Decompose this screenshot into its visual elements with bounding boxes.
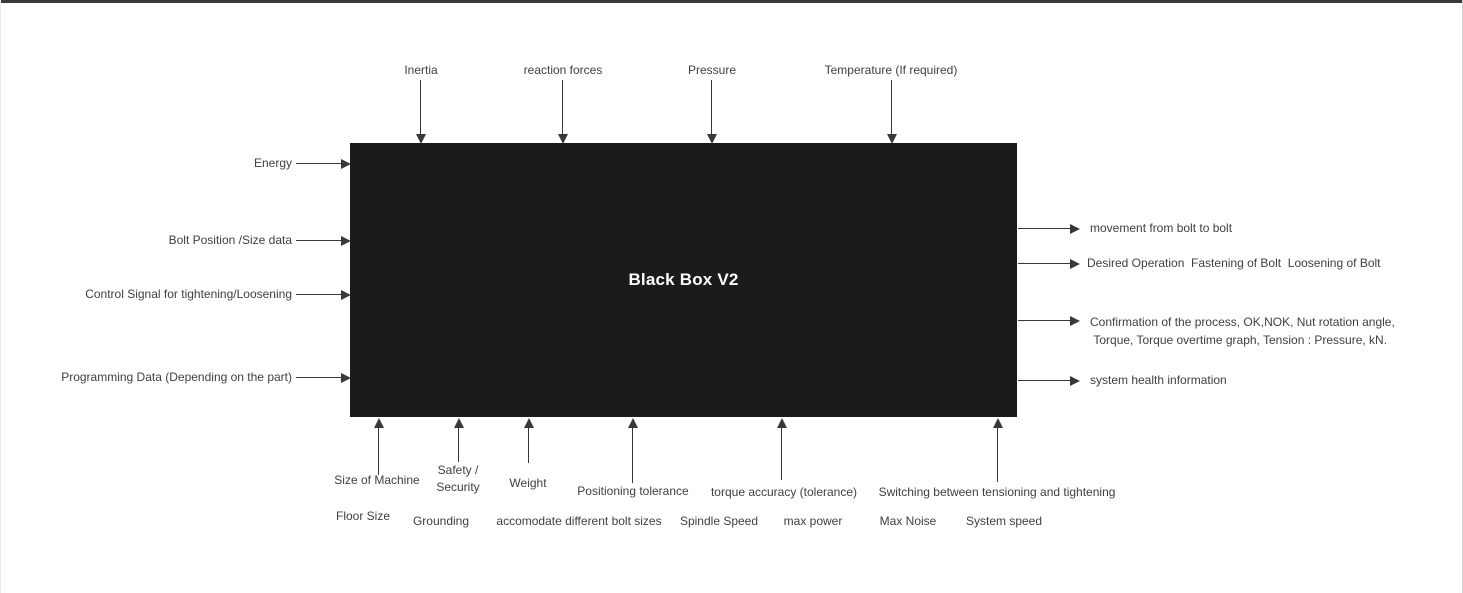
bottom-input-safety-security-label: Safety / Security (436, 463, 480, 494)
arrow-right-icon (1070, 376, 1080, 386)
left-input-programming-data-arrow (296, 377, 341, 378)
left-input-bolt-position-label: Bolt Position /Size data (168, 233, 292, 247)
arrow-down-icon (887, 134, 897, 144)
right-output-confirmation-label: Confirmation of the process, OK,NOK, Nut… (1090, 315, 1395, 347)
bottom-input-torque-accuracy-label: torque accuracy (tolerance) (710, 485, 858, 499)
right-output-confirmation-arrow (1018, 320, 1070, 321)
arrow-right-icon (341, 236, 351, 246)
left-input-control-signal-label: Control Signal for tightening/Loosening (85, 287, 292, 301)
bottom-input-system-speed-label: System speed (965, 514, 1043, 528)
top-input-temperature-arrow (891, 80, 892, 134)
arrow-right-icon (1070, 259, 1080, 269)
bottom-input-max-power-label: max power (783, 514, 843, 528)
arrow-up-icon (374, 418, 384, 428)
arrow-right-icon (341, 290, 351, 300)
bottom-input-weight-label: Weight (509, 476, 547, 490)
bottom-input-switching-arrow (997, 428, 998, 482)
left-input-energy-arrow (296, 163, 341, 164)
window-top-edge (0, 0, 1463, 3)
bottom-input-positioning-tolerance-arrow (632, 428, 633, 483)
left-input-programming-data-label: Programming Data (Depending on the part) (61, 370, 292, 384)
bottom-input-torque-accuracy-arrow (781, 428, 782, 480)
top-input-reaction-forces-arrow (562, 80, 563, 134)
arrow-right-icon (341, 159, 351, 169)
arrow-right-icon (1070, 224, 1080, 234)
right-output-movement-arrow (1018, 228, 1070, 229)
bottom-input-weight-arrow (528, 428, 529, 463)
right-output-desired-operation-arrow (1018, 263, 1070, 264)
bottom-input-switching-label: Switching between tensioning and tighten… (878, 485, 1116, 499)
black-box-shape: Black Box V2 (350, 143, 1017, 417)
window-left-edge (0, 0, 1, 593)
arrow-right-icon (1070, 316, 1080, 326)
top-input-reaction-forces-label: reaction forces (523, 63, 603, 77)
top-input-temperature-label: Temperature (If required) (824, 63, 958, 77)
arrow-down-icon (558, 134, 568, 144)
top-input-inertia-arrow (420, 80, 421, 134)
left-input-bolt-position-arrow (296, 240, 341, 241)
bottom-input-max-noise-label: Max Noise (879, 514, 937, 528)
bottom-input-size-of-machine-arrow (378, 428, 379, 475)
arrow-up-icon (628, 418, 638, 428)
right-output-system-health-label: system health information (1090, 373, 1227, 387)
left-input-control-signal-arrow (296, 294, 341, 295)
right-output-movement-label: movement from bolt to bolt (1090, 221, 1233, 235)
arrow-up-icon (993, 418, 1003, 428)
bottom-input-floor-size-label: Floor Size (335, 509, 391, 523)
bottom-input-accomodate-bolt-sizes-label: accomodate different bolt sizes (496, 514, 662, 528)
bottom-input-positioning-tolerance-label: Positioning tolerance (577, 484, 689, 498)
bottom-input-grounding-label: Grounding (412, 514, 470, 528)
arrow-down-icon (416, 134, 426, 144)
arrow-up-icon (524, 418, 534, 428)
bottom-input-size-of-machine-label: Size of Machine (334, 473, 420, 487)
right-output-system-health-arrow (1018, 380, 1070, 381)
black-box-title: Black Box V2 (628, 270, 739, 289)
arrow-down-icon (707, 134, 717, 144)
top-input-pressure-label: Pressure (687, 63, 737, 77)
top-input-inertia-label: Inertia (404, 63, 438, 77)
top-input-pressure-arrow (711, 80, 712, 134)
arrow-right-icon (341, 373, 351, 383)
bottom-input-safety-security-arrow (458, 428, 459, 462)
bottom-input-spindle-speed-label: Spindle Speed (679, 514, 759, 528)
left-input-energy-label: Energy (253, 156, 292, 170)
arrow-up-icon (454, 418, 464, 428)
right-output-desired-operation-label: Desired Operation Fastening of Bolt Loos… (1087, 256, 1381, 270)
arrow-up-icon (777, 418, 787, 428)
